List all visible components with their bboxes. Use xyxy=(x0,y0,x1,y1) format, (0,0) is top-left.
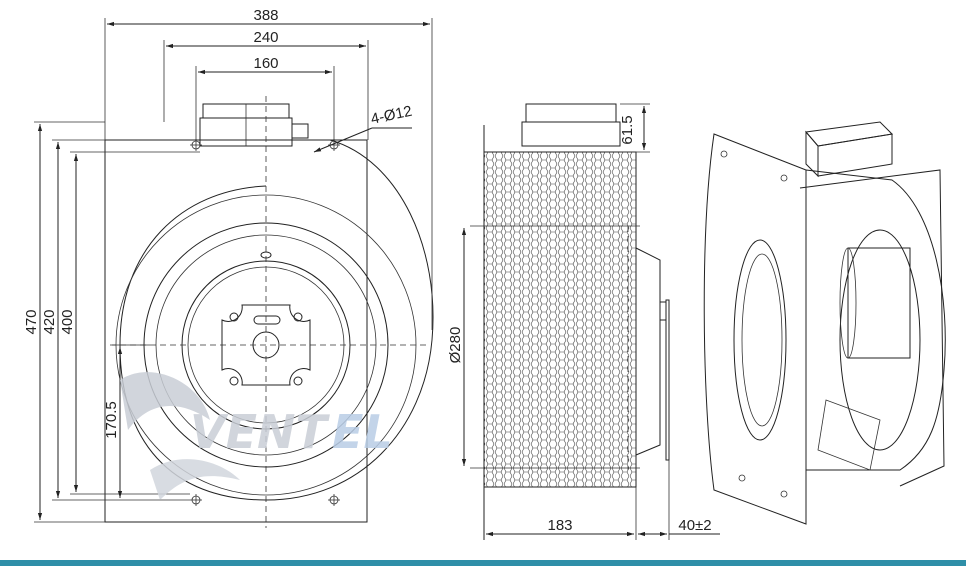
dim-280: Ø280 xyxy=(447,327,464,364)
watermark-text-1: VENT xyxy=(190,405,331,459)
side-terminal-box-top xyxy=(525,103,617,123)
iso-motor xyxy=(847,247,911,359)
side-motor xyxy=(635,247,661,456)
watermark-logo: VENT EL xyxy=(120,372,393,500)
dim-40: 40±2 xyxy=(678,517,711,534)
dim-388: 388 xyxy=(253,7,278,24)
dim-420: 420 xyxy=(41,309,58,334)
iso-inlet xyxy=(733,239,787,441)
holes-leader xyxy=(313,127,373,153)
iso-impeller xyxy=(839,229,921,451)
dim-400: 400 xyxy=(59,309,76,334)
dim-170: 170.5 xyxy=(103,401,120,439)
front-view: 388 240 160 4-Ø12 470 420 400 170.5 xyxy=(23,7,434,528)
dim-61: 61.5 xyxy=(619,115,636,144)
isometric-view xyxy=(703,121,946,525)
terminal-box-front xyxy=(199,103,309,147)
hub-hole-4 xyxy=(293,376,303,386)
dim-240: 240 xyxy=(253,29,278,46)
iso-housing xyxy=(805,169,946,471)
dim-holes: 4-Ø12 xyxy=(369,103,413,128)
bottom-accent-bar xyxy=(0,560,966,566)
dim-160: 160 xyxy=(253,55,278,72)
dim-183: 183 xyxy=(547,517,572,534)
hub-hole-2 xyxy=(293,312,303,322)
dim-470: 470 xyxy=(23,309,40,334)
hub-hole-1 xyxy=(229,312,239,322)
watermark-swirl xyxy=(120,372,210,430)
iso-terminal-box xyxy=(805,121,894,178)
side-view: Ø280 61.5 183 40±2 xyxy=(447,103,720,540)
watermark-text-2: EL xyxy=(332,405,393,459)
side-terminal-box xyxy=(521,121,621,147)
iso-plate xyxy=(703,133,807,525)
hub-hole-3 xyxy=(229,376,239,386)
hub-slot xyxy=(253,315,281,325)
side-mesh xyxy=(483,151,637,488)
front-plate xyxy=(104,139,368,523)
